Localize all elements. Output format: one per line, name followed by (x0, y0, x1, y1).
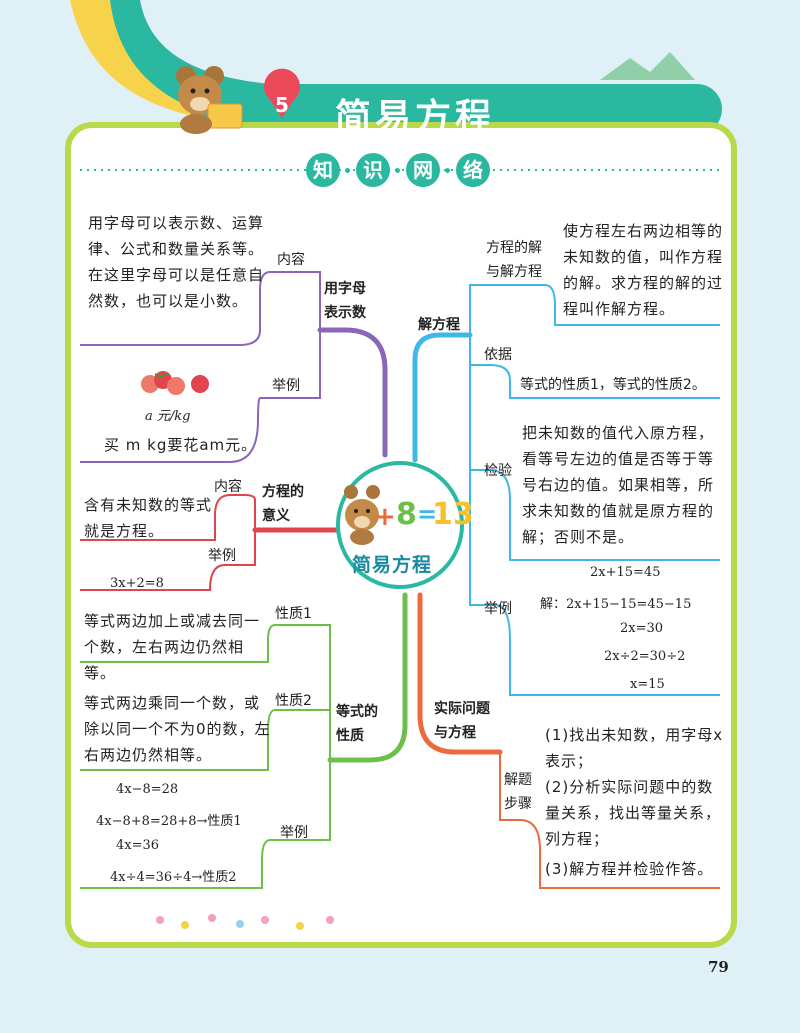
label-example: 举例 (484, 598, 512, 618)
section-badge-3: 网 (406, 153, 440, 187)
page-title: 简易方程 (335, 88, 495, 140)
label-content: 内容 (214, 476, 242, 496)
prop-example-line-3: 4x=36 (116, 838, 159, 853)
meaning-example-text: 3x+2=8 (110, 576, 164, 591)
section-badge-1: 知 (306, 153, 340, 187)
branch-title-meaning: 方程的 意义 (262, 480, 322, 528)
label-example: 举例 (280, 822, 308, 842)
badge-dot (395, 168, 400, 173)
branch-title-practical: 实际问题 与方程 (434, 697, 514, 745)
prop-example-line-1: 4x−8=28 (116, 782, 178, 797)
label-content: 内容 (277, 249, 305, 269)
letters-content-text: 用字母可以表示数、运算律、公式和数量关系等。在这里字母可以是任意自然数，也可以是… (88, 210, 268, 314)
center-label: 简易方程 (352, 550, 432, 577)
solve-example-line-1: 2x+15=45 (590, 565, 660, 580)
check-text: 把未知数的值代入原方程，看等号左边的值是否等于等号右边的值。如果相等，所求未知数… (522, 420, 722, 550)
page-number: 79 (708, 958, 729, 976)
solve-example-line-5: x=15 (630, 677, 665, 692)
center-eight: 8 (396, 497, 417, 532)
property-2-text: 等式两边乘同一个数，或除以同一个不为0的数，左右两边仍然相等。 (84, 690, 272, 768)
solve-example-line-2: 解：2x+15−15=45−15 (540, 593, 691, 612)
branch-title-solve: 解方程 (418, 313, 460, 337)
step-1-text: (1)找出未知数，用字母x表示； (545, 722, 725, 774)
meaning-content-text: 含有未知数的等式就是方程。 (84, 492, 214, 544)
label-steps: 解题 步骤 (504, 768, 544, 816)
center-plus: + (374, 502, 396, 532)
branch-title-letters: 用字母 表示数 (324, 277, 384, 325)
property-1-text: 等式两边加上或减去同一个数，左右两边仍然相等。 (84, 608, 272, 686)
label-example: 举例 (208, 545, 236, 565)
badge-dot (345, 168, 350, 173)
label-example: 举例 (272, 375, 300, 395)
step-2-text: (2)分析实际问题中的数量关系，找出等量关系，列方程； (545, 774, 725, 852)
step-3-text: (3)解方程并检验作答。 (545, 856, 725, 882)
label-solution: 方程的解 与解方程 (486, 236, 556, 284)
solution-text: 使方程左右两边相等的未知数的值，叫作方程的解。求方程的解的过程叫作解方程。 (563, 218, 723, 322)
badge-dot (445, 168, 450, 173)
prop-example-line-2: 4x−8+8=28+8→性质1 (96, 810, 242, 829)
label-check: 检验 (484, 460, 512, 480)
solve-example-line-3: 2x=30 (620, 621, 663, 636)
prop-example-line-4: 4x÷4=36÷4→性质2 (110, 866, 237, 885)
price-text: a 元/kg (145, 405, 190, 424)
chapter-number: 5 (265, 88, 299, 122)
center-thirteen: 13 (432, 497, 474, 532)
section-badge-4: 络 (456, 153, 490, 187)
branch-title-properties: 等式的 性质 (336, 700, 396, 748)
solve-example-line-4: 2x÷2=30÷2 (604, 649, 685, 664)
hill-decoration (600, 52, 695, 80)
label-property-2: 性质2 (275, 690, 312, 710)
buy-text: 买 m kg要花am元。 (104, 432, 257, 458)
label-property-1: 性质1 (275, 603, 312, 623)
label-basis: 依据 (484, 344, 512, 364)
basis-text: 等式的性质1，等式的性质2。 (520, 372, 706, 398)
section-badge-2: 识 (356, 153, 390, 187)
